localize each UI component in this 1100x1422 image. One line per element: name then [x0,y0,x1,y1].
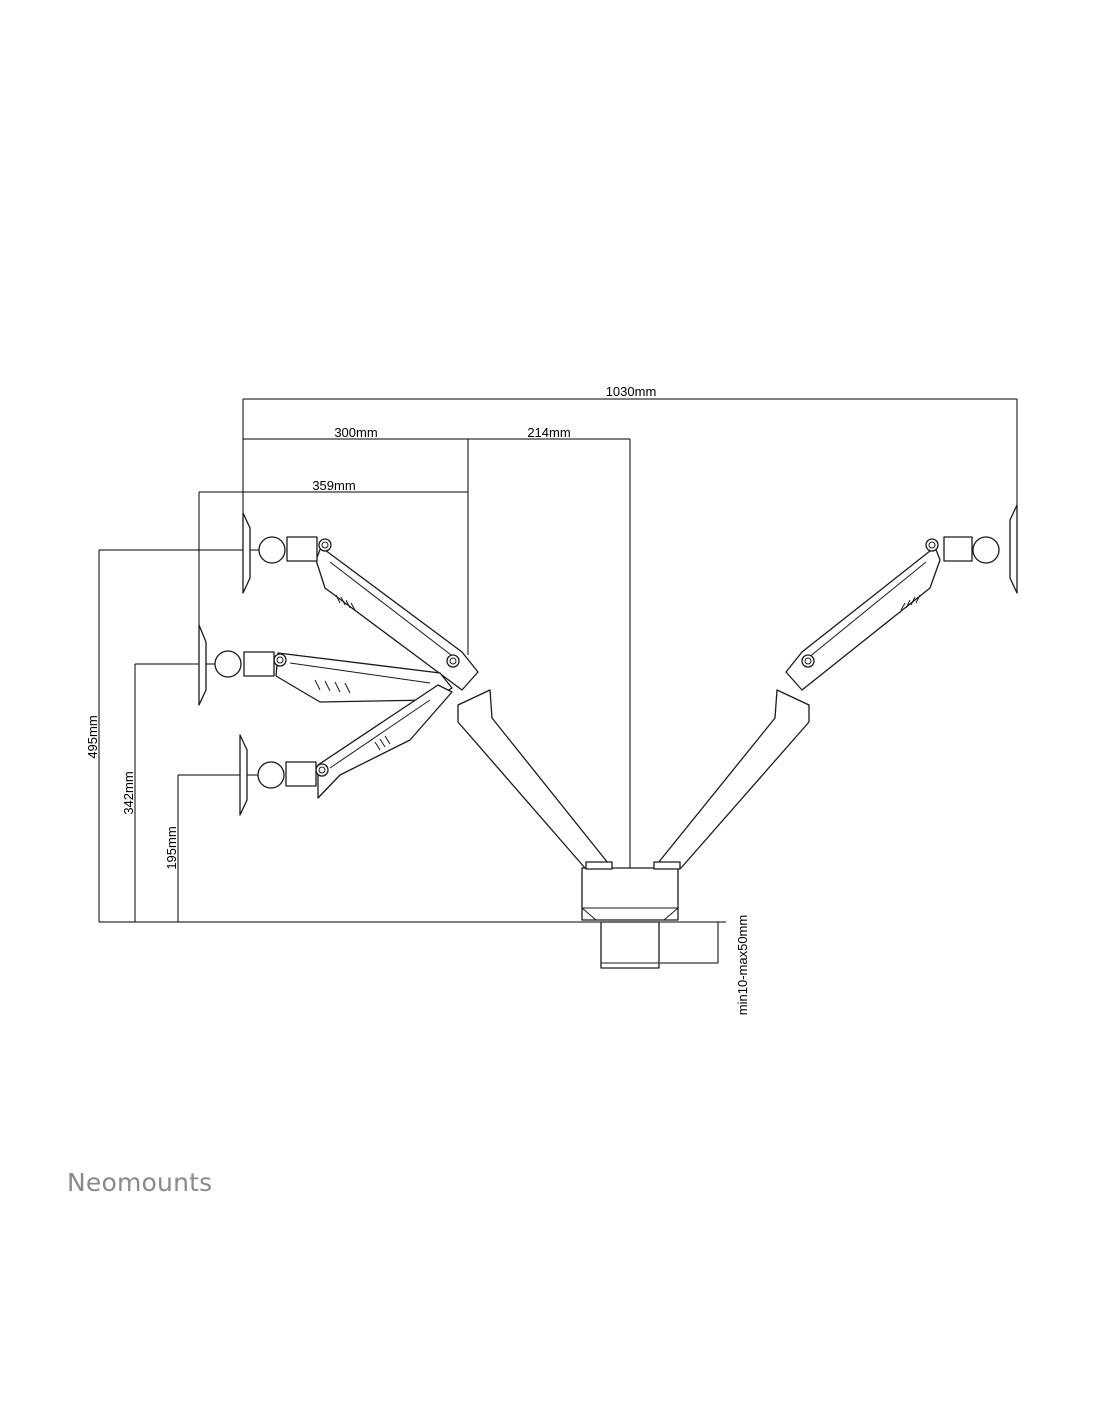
dim-arm-reach-mid: 359mm [312,478,355,493]
dim-center-offset: 214mm [527,425,570,440]
right-arm [785,536,973,691]
dim-total-width: 1030mm [606,384,657,399]
dim-height-mid: 342mm [121,771,136,814]
left-base-arm [457,689,613,870]
dim-arm-reach-upper: 300mm [334,425,377,440]
dimension-lines [98,398,1018,964]
dim-height-min: 195mm [164,826,179,869]
dim-height-max: 495mm [85,715,100,758]
desk-clamp-base [581,867,679,969]
left-vesa-plate-low [239,734,285,816]
neomounts-logo: Neomounts [67,1168,213,1197]
left-vesa-plate-mid [198,624,242,706]
dim-desk-thickness: min10-max50mm [735,915,750,1015]
left-arm-top [286,536,479,691]
left-vesa-plate-top [242,512,286,594]
left-arm-low [285,684,453,799]
right-vesa-plate [972,504,1018,594]
right-base-arm [653,689,810,870]
